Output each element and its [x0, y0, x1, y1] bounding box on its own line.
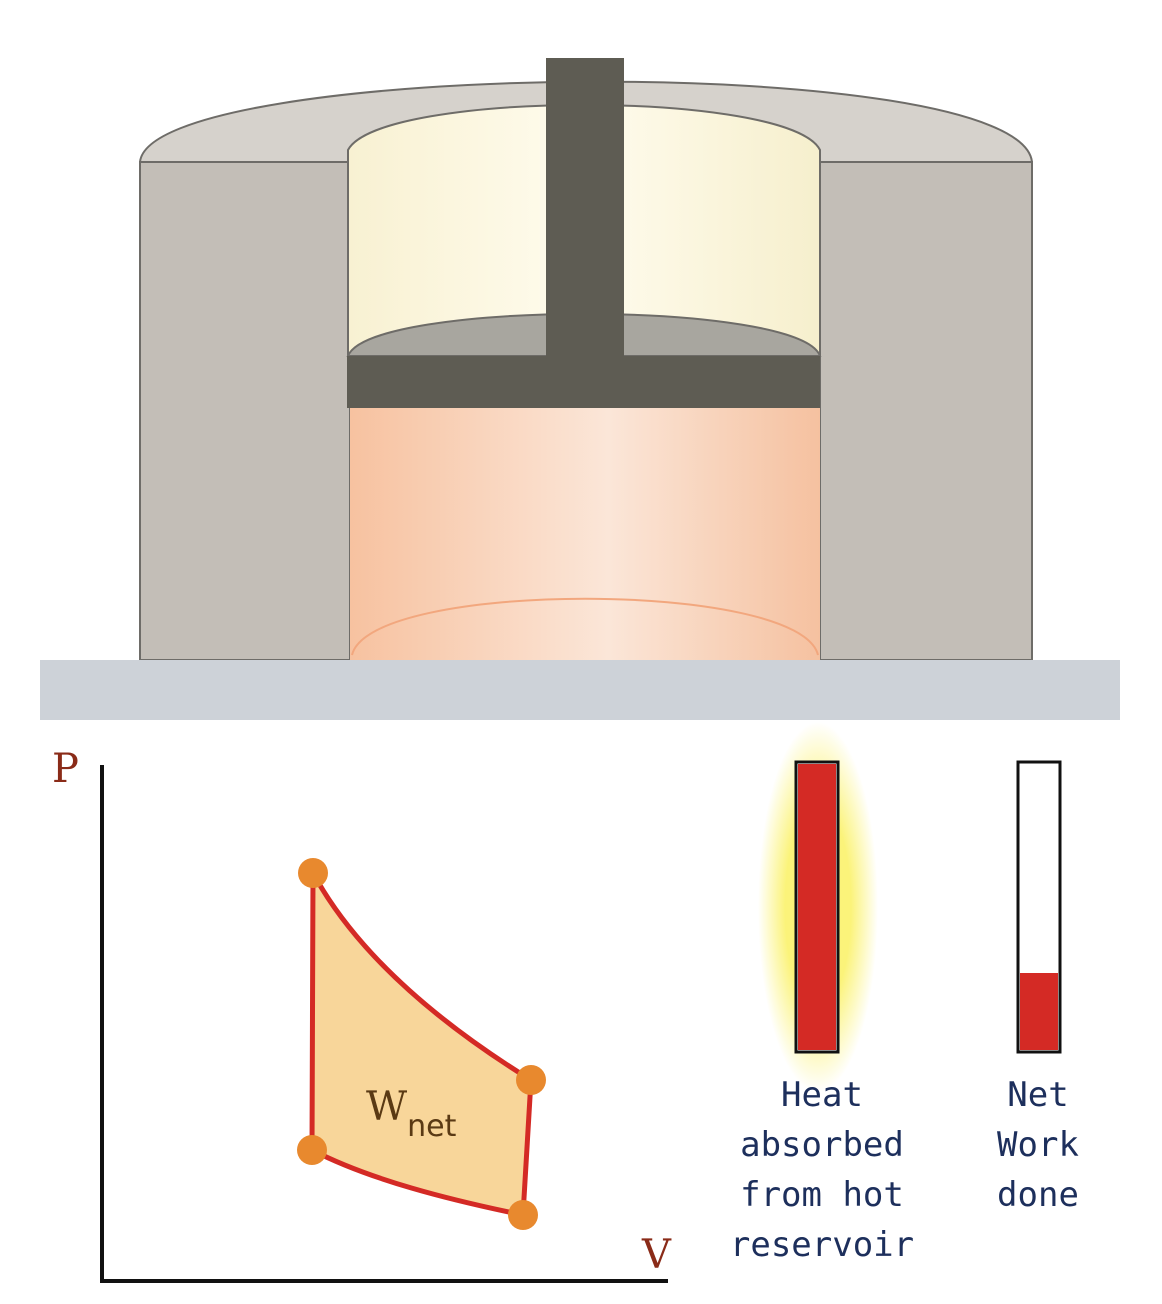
- heat-meter: [758, 722, 878, 1092]
- cycle-vertex-c: [508, 1200, 538, 1230]
- pv-diagram: P V Wnet: [52, 746, 672, 1283]
- piston-head: [347, 356, 820, 408]
- work-meter-fill: [1020, 973, 1058, 1050]
- p-axis-label: P: [52, 746, 79, 792]
- hot-gas-chamber: [350, 408, 820, 660]
- work-meter-label: Net Work done: [997, 1075, 1079, 1215]
- cycle-vertex-b: [516, 1065, 546, 1095]
- net-work-label-subscript: net: [407, 1109, 456, 1144]
- cylinder-apparatus: [40, 58, 1120, 720]
- net-work-label: Wnet: [366, 1084, 457, 1144]
- net-work-label-main: W: [366, 1084, 407, 1130]
- piston-rod: [546, 58, 624, 358]
- cycle-vertex-a: [298, 858, 328, 888]
- v-axis-label: V: [641, 1232, 672, 1278]
- cycle-vertex-d: [297, 1135, 327, 1165]
- hot-reservoir-plate: [40, 660, 1120, 720]
- cycle-area: [309, 870, 534, 1218]
- hot-gas-bottom-rim: [351, 597, 819, 656]
- work-meter: [1016, 760, 1062, 1054]
- cylinder-left-wall: [139, 161, 351, 661]
- cylinder-right-wall: [819, 161, 1033, 661]
- heat-meter-label: Heat absorbed from hot reservoir: [729, 1075, 915, 1265]
- heat-meter-fill: [798, 764, 836, 1050]
